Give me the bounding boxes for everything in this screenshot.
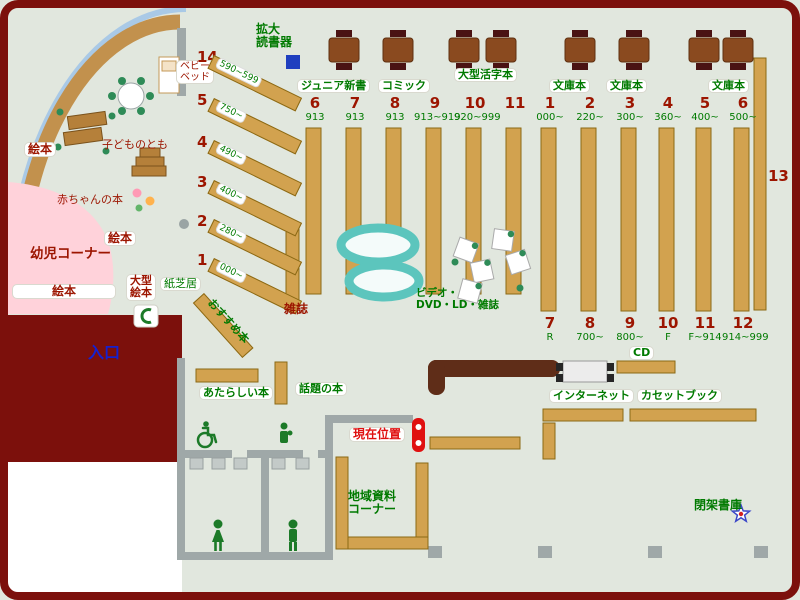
children-furniture: [54, 77, 189, 229]
women-toilet-icon: [212, 519, 224, 551]
cassette-books-label: カセットブック: [637, 389, 722, 404]
internet-table: [556, 360, 614, 383]
bunko-label: 文庫本: [549, 79, 590, 94]
wheelchair-icon: [196, 421, 218, 449]
baby-room-icon: [280, 422, 293, 443]
kamishibai-label: 紙芝居: [160, 277, 201, 292]
current-location-label: 現在位置: [349, 427, 406, 443]
shelf-number-2: 2: [197, 212, 208, 230]
magnifier-label: 拡大 読書器: [256, 22, 293, 50]
magazines-label: 雑誌: [284, 302, 309, 316]
picture-books-label: 絵本: [12, 284, 116, 300]
video-corner-label: ビデオ・ DVD・LD・雑誌: [416, 287, 499, 311]
exterior-area: [6, 462, 182, 594]
picture-books-label: 絵本: [24, 142, 57, 158]
magnifier-device-icon: [286, 55, 300, 69]
closed-stacks-star-icon: [730, 502, 752, 524]
junior-shinsho-label: ジュニア新書: [297, 79, 371, 94]
curved-bench: [336, 223, 424, 302]
kodomo-no-tomo-label: 子どものとも: [102, 138, 168, 151]
closed-stacks-label: 閉架書庫: [694, 498, 743, 512]
corner-c-icon: [133, 304, 159, 328]
comic-label: コミック: [378, 79, 430, 94]
new-books-label: あたらしい本: [199, 386, 273, 401]
service-counter: [428, 360, 560, 395]
men-toilet-icon: [288, 519, 298, 551]
stack-header: 11: [504, 94, 526, 112]
shelf-number-4: 4: [197, 133, 208, 151]
area-13-label: 13: [768, 167, 789, 185]
picture-books-label: 絵本: [104, 231, 137, 247]
current-location-marker: [412, 418, 425, 452]
bunko-label: 文庫本: [708, 79, 749, 94]
entrance-label: 入口: [88, 343, 121, 362]
toilet-fixtures: [189, 457, 310, 470]
infant-corner-label: 幼児コーナー: [30, 246, 111, 262]
shelf-number-3: 3: [197, 173, 208, 191]
baby-bed-label: ベビー ベッド: [176, 60, 214, 85]
cd-label: CD: [629, 346, 655, 361]
baby-books-label: 赤ちゃんの本: [57, 193, 123, 206]
large-print-label: 大型活字本: [454, 68, 517, 83]
local-materials-label: 地域資料 コーナー: [348, 489, 397, 517]
bunko-label: 文庫本: [606, 79, 647, 94]
video-display-stands: [451, 228, 532, 304]
topic-books-label: 話題の本: [295, 382, 347, 397]
shelf-number-1: 1: [197, 251, 208, 269]
reading-tables: [328, 30, 754, 70]
baby-bed-icon: [158, 56, 180, 94]
shelf-number-5: 5: [197, 91, 208, 109]
internet-label: インターネット: [549, 389, 634, 404]
children-corner-walls: [6, 6, 187, 314]
entrance-block: [6, 315, 182, 462]
large-picture-books-label: 大型 絵本: [126, 274, 156, 301]
